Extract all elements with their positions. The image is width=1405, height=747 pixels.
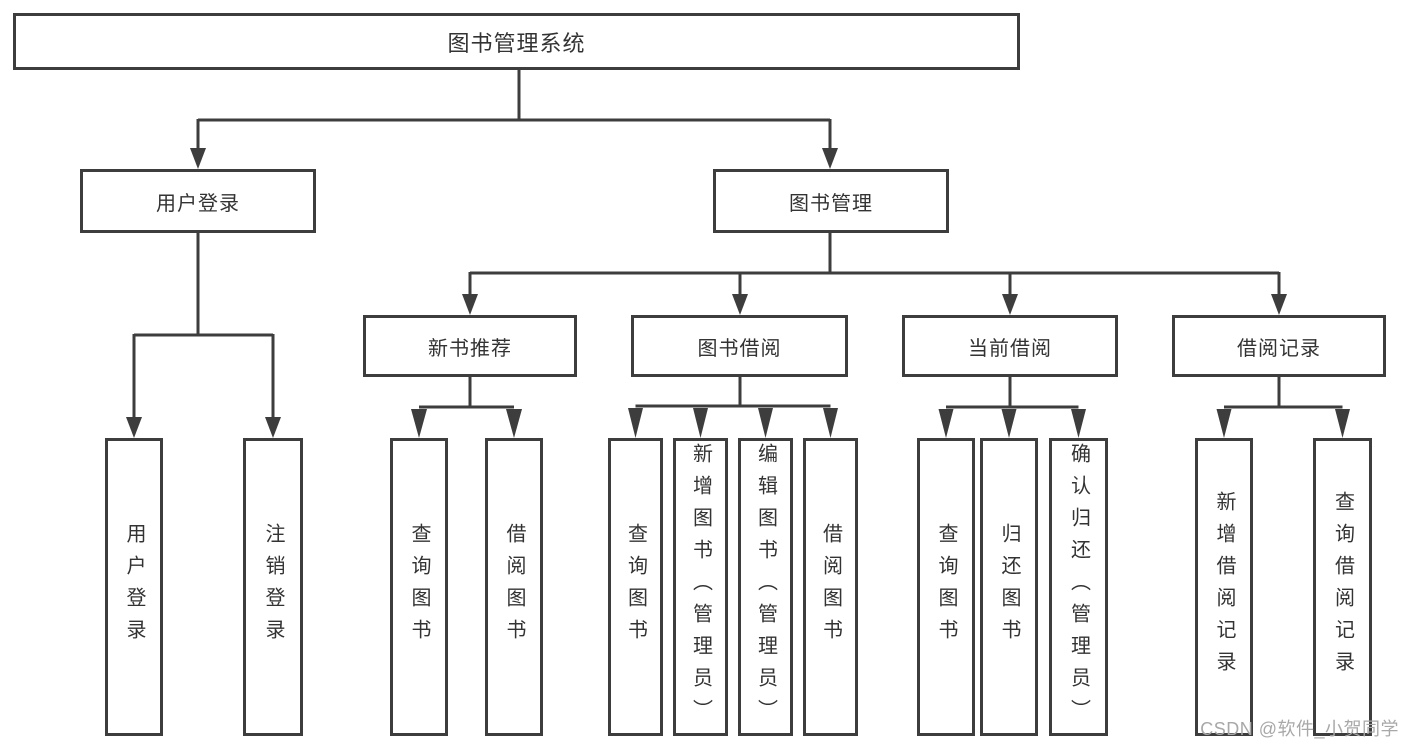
leaf-query-book-under-current: 查询图书 bbox=[917, 438, 975, 736]
arrowhead-to-new-books bbox=[462, 294, 478, 315]
leaf-label: 确认归还（管理员） bbox=[1067, 443, 1090, 731]
leaf-return-book: 归还图书 bbox=[980, 438, 1038, 736]
leaf-label: 新增图书（管理员） bbox=[689, 443, 712, 731]
node-label: 新书推荐 bbox=[428, 337, 512, 360]
arrowhead-to-leaf-query-book-1 bbox=[411, 409, 427, 438]
arrowhead-to-leaf-add-record bbox=[1216, 409, 1232, 438]
leaf-confirm-return-admin: 确认归还（管理员） bbox=[1049, 438, 1108, 736]
leaf-label: 归还图书 bbox=[998, 523, 1020, 651]
node-label: 借阅记录 bbox=[1237, 337, 1321, 360]
node-book-borrow: 图书借阅 bbox=[631, 315, 848, 377]
arrowhead-to-leaf-logout bbox=[265, 417, 281, 438]
leaf-user-login: 用户登录 bbox=[105, 438, 163, 736]
leaf-label: 新增借阅记录 bbox=[1213, 491, 1235, 683]
leaf-query-book-under-borrow: 查询图书 bbox=[608, 438, 663, 736]
csdn-watermark: CSDN @软件_小贺同学 bbox=[1200, 719, 1399, 739]
node-label: 图书借阅 bbox=[697, 337, 782, 360]
node-label: 图书管理 bbox=[789, 192, 873, 215]
leaf-label: 查询图书 bbox=[624, 523, 647, 651]
leaf-label: 查询图书 bbox=[408, 523, 430, 651]
arrowhead-to-book-borrow bbox=[732, 294, 748, 315]
arrowhead-to-leaf-query-book-3 bbox=[938, 409, 954, 438]
node-label: 当前借阅 bbox=[968, 337, 1052, 360]
arrowhead-to-leaf-query-book-2 bbox=[628, 408, 643, 438]
node-label: 图书管理系统 bbox=[447, 30, 586, 56]
edge-level3-drops bbox=[468, 272, 1281, 295]
leaf-add-book-admin: 新增图书（管理员） bbox=[673, 438, 728, 736]
node-user-login: 用户登录 bbox=[80, 169, 316, 233]
arrowhead-to-leaf-query-record bbox=[1335, 409, 1350, 438]
node-new-book-recommend: 新书推荐 bbox=[363, 315, 577, 377]
arrowhead-to-user-login bbox=[190, 148, 206, 169]
arrowhead-to-leaf-add-book bbox=[693, 408, 708, 438]
arrowhead-to-leaf-edit-book bbox=[758, 408, 773, 438]
leaf-add-borrow-record: 新增借阅记录 bbox=[1195, 438, 1253, 736]
node-borrow-records: 借阅记录 bbox=[1172, 315, 1386, 377]
leaf-label: 借阅图书 bbox=[819, 523, 842, 651]
leaf-label: 查询图书 bbox=[935, 523, 957, 651]
arrowhead-to-leaf-return-book bbox=[1001, 409, 1017, 438]
leaf-query-book-under-new: 查询图书 bbox=[390, 438, 448, 736]
node-book-management: 图书管理 bbox=[713, 169, 949, 233]
leaf-edit-book-admin: 编辑图书（管理员） bbox=[738, 438, 793, 736]
leaf-borrow-book-under-new: 借阅图书 bbox=[485, 438, 543, 736]
edge-userlogin-drops bbox=[132, 334, 275, 418]
arrowhead-to-book-management bbox=[822, 148, 838, 169]
leaf-label: 编辑图书（管理员） bbox=[754, 443, 777, 731]
leaf-label: 借阅图书 bbox=[503, 523, 525, 651]
arrowhead-to-leaf-borrow-book-2 bbox=[823, 408, 838, 438]
arrowhead-to-current-borrow bbox=[1002, 294, 1018, 315]
edge-level2-drops bbox=[196, 119, 832, 149]
arrowhead-to-leaf-confirm-return bbox=[1071, 409, 1086, 438]
leaf-label: 用户登录 bbox=[123, 523, 145, 651]
leaf-label: 查询借阅记录 bbox=[1331, 491, 1354, 683]
leaf-logout: 注销登录 bbox=[243, 438, 303, 736]
node-current-borrow: 当前借阅 bbox=[902, 315, 1118, 377]
arrowhead-to-leaf-borrow-book-1 bbox=[506, 409, 522, 438]
arrowhead-to-leaf-user-login bbox=[126, 417, 142, 438]
leaf-label: 注销登录 bbox=[262, 523, 284, 651]
leaf-borrow-book-under-borrow: 借阅图书 bbox=[803, 438, 858, 736]
node-label: 用户登录 bbox=[156, 192, 240, 215]
arrowhead-to-borrow-records bbox=[1271, 294, 1287, 315]
node-library-management-system: 图书管理系统 bbox=[13, 13, 1020, 70]
leaf-query-borrow-record: 查询借阅记录 bbox=[1313, 438, 1372, 736]
